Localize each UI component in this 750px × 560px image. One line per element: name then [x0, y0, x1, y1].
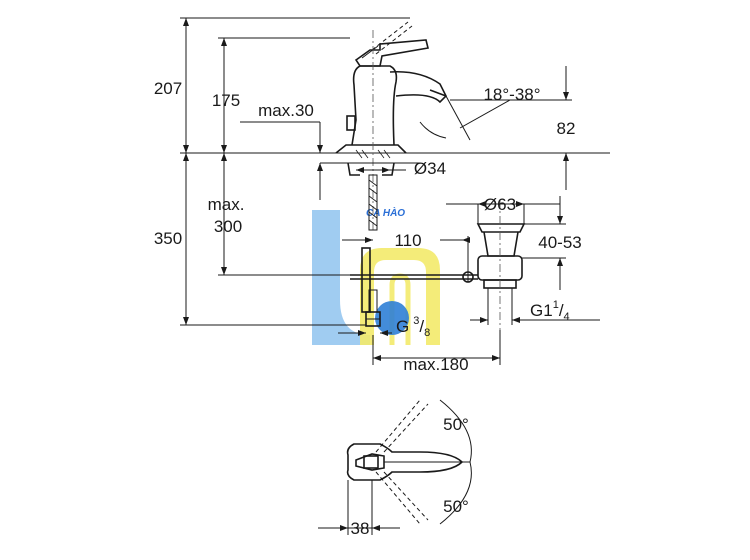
waste-thread-slash: /	[559, 301, 564, 320]
label-max-reach: max.180	[403, 355, 468, 374]
label-spout-height: 175	[212, 91, 240, 110]
watermark-dot	[375, 301, 409, 335]
waste-thread-num: 1	[553, 299, 559, 311]
label-hole-diameter: Ø34	[414, 159, 446, 178]
label-max: max.	[208, 195, 245, 214]
label-waste-diameter: Ø63	[484, 195, 516, 214]
waste-thread-base: G1	[530, 301, 553, 320]
watermark-arch-stripes	[389, 273, 411, 345]
label-spout-projection: 82	[557, 119, 576, 138]
label-overall-height: 207	[154, 79, 182, 98]
conn-thread-num: 3	[413, 315, 419, 327]
label-angle-top: 50°	[443, 415, 469, 434]
waste-fitting	[476, 200, 526, 330]
watermark-yellow-arch	[360, 248, 440, 345]
label-waste-range: 40-53	[538, 233, 581, 252]
label-base-width: 38	[351, 519, 370, 538]
label-max-depth: 300	[214, 217, 242, 236]
dimension-labels: 207 175 max.30 18°-38° 82 Ø34 max. 300 3…	[154, 79, 582, 538]
label-angle-bottom: 50°	[443, 497, 469, 516]
label-swivel-angle: 18°-38°	[483, 85, 540, 104]
faucet-side-view	[180, 21, 610, 327]
watermark-blue-shape	[312, 210, 370, 345]
dimension-lines	[180, 17, 600, 531]
label-lower-height: 350	[154, 229, 182, 248]
faucet-top-view	[318, 399, 472, 535]
conn-thread-base: G	[396, 317, 409, 336]
waste-thread-den: 4	[564, 311, 570, 323]
label-max-thickness: max.30	[258, 101, 314, 120]
watermark-text: CA HÀO	[366, 206, 405, 219]
conn-thread-den: 8	[424, 327, 430, 339]
label-waste-thread: G11/4	[530, 299, 570, 323]
label-rod-length: 110	[394, 231, 421, 250]
conn-thread-slash: /	[419, 317, 424, 336]
